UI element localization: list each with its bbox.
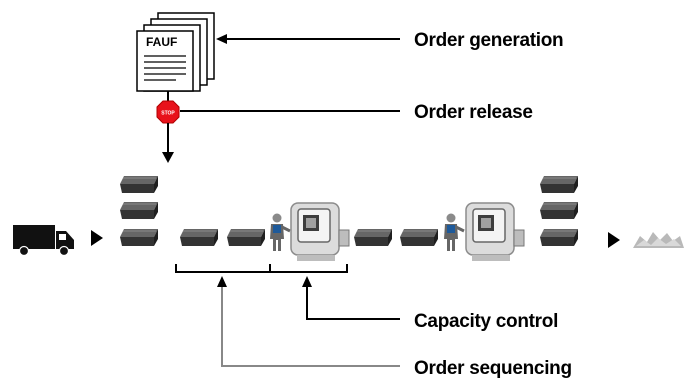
arrowhead-icon: [608, 232, 620, 248]
finished-goods-icon: [633, 232, 684, 248]
document-label: FAUF: [146, 35, 177, 49]
order-sequencing-label: Order sequencing: [414, 358, 572, 379]
arrowhead-icon: [91, 230, 103, 246]
machine-workstation-icon: [290, 202, 350, 262]
document-sheet-front: [136, 30, 194, 92]
release-down-arrow: [162, 123, 174, 163]
storage-bin-icon: [119, 175, 159, 194]
arrowhead-icon: [216, 34, 227, 44]
storage-bin-icon: [119, 201, 159, 220]
storage-bin-icon: [353, 228, 393, 247]
order-generation-label: Order generation: [414, 30, 563, 51]
storage-bin-icon: [539, 201, 579, 220]
truck-icon: [13, 225, 74, 257]
machine-workstation-icon: [465, 202, 525, 262]
input-buffer-stack: [119, 175, 159, 247]
segment-bracket: [175, 264, 348, 273]
order-release-label: Order release: [414, 102, 533, 123]
arrowhead-icon: [162, 152, 174, 163]
arrowhead-icon: [302, 276, 312, 287]
stop-sign-label: STOP: [161, 111, 175, 117]
order-generation-leader: [216, 34, 400, 44]
output-buffer-stack: [539, 175, 579, 247]
storage-bin-icon: [119, 228, 159, 247]
stop-sign-icon: STOP: [156, 100, 180, 124]
storage-bin-icon: [179, 228, 219, 247]
operator-icon: [442, 212, 466, 253]
document-text-lines-icon: [144, 55, 186, 81]
storage-bin-icon: [226, 228, 266, 247]
capacity-control-label: Capacity control: [414, 311, 558, 332]
storage-bin-icon: [539, 228, 579, 247]
storage-bin-icon: [539, 175, 579, 194]
operator-icon: [268, 212, 292, 253]
order-document-stack: FAUF FAUF: [136, 12, 215, 92]
storage-bin-icon: [399, 228, 439, 247]
order-sequencing-leader: [217, 276, 400, 367]
arrowhead-icon: [217, 276, 227, 287]
capacity-control-leader: [302, 276, 400, 320]
